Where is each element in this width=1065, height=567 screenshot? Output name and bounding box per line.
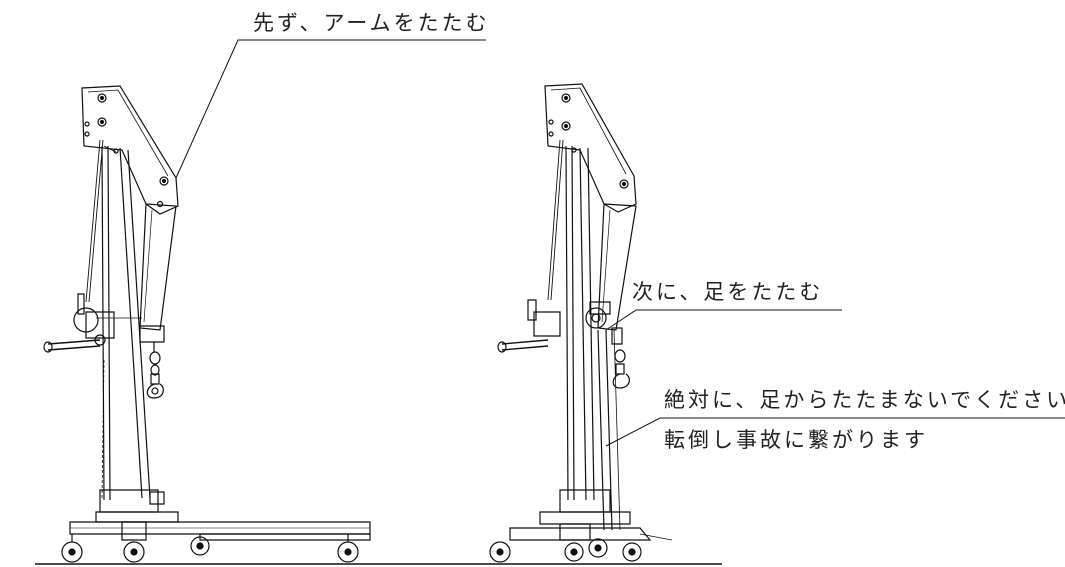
leader-legs-next <box>606 310 842 330</box>
crane-arm-folded <box>43 86 370 562</box>
label-overturn-accident: 転倒し事故に繋がります <box>664 428 928 452</box>
label-fold-arm-first: 先ず、アームをたたむ <box>253 11 490 35</box>
leader-arm-first <box>176 40 486 178</box>
crane-fully-folded <box>490 84 672 562</box>
label-then-fold-legs: 次に、足をたたむ <box>632 280 824 304</box>
label-never-fold-legs-first: 絶対に、足からたたまないでください <box>664 388 1065 412</box>
leader-never-legs <box>606 418 1065 446</box>
